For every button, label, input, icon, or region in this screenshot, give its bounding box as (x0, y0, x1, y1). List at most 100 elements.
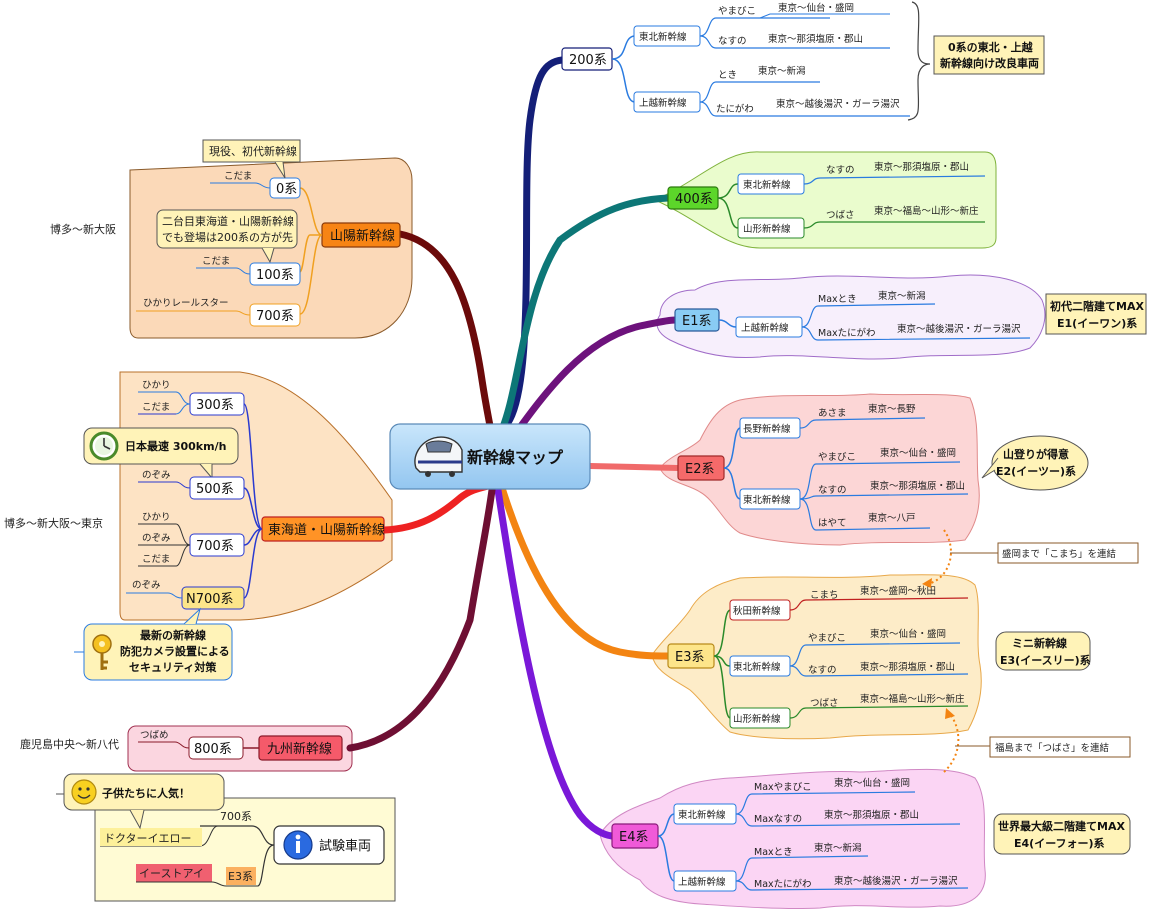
doctor-yellow-label: ドクターイエロー (104, 832, 191, 845)
edge-200-joetsu (699, 81, 910, 117)
node-tokaido-700-label: 700系 (196, 539, 234, 554)
route-e2-nasuno: 東京〜那須塩原・郡山 (870, 480, 965, 492)
callout-sanyo-100-tail (261, 247, 275, 264)
route-e4-maxnasuno: 東京〜那須塩原・郡山 (824, 809, 919, 821)
node-e2-nagano-label: 長野新幹線 (743, 423, 791, 435)
node-sanyo-0-label: 0系 (276, 182, 297, 197)
callout-n700-line1: 最新の新幹線 (140, 628, 206, 642)
edge-sanyo-700 (136, 310, 251, 316)
train-tokaido-n700: のぞみ (132, 580, 161, 591)
route-200-yamabiko: 東京〜仙台・盛岡 (778, 2, 854, 14)
key-icon (92, 634, 112, 670)
branch-e3 (498, 484, 672, 660)
train-e2-hayate: はやて (818, 518, 847, 529)
route-e2-hayate: 東京〜八戸 (868, 512, 916, 524)
note-e1 (1045, 293, 1147, 335)
note-e3 (995, 631, 1091, 671)
node-e2-tohoku-label: 東北新幹線 (743, 494, 791, 506)
edge-e4-tohoku (735, 791, 961, 827)
node-tokaido-500-label: 500系 (196, 482, 234, 497)
edge-east-i (136, 881, 258, 887)
edge-sanyo-0 (210, 182, 271, 189)
route-e3-nasuno: 東京〜那須塩原・郡山 (860, 661, 955, 673)
doctor-yellow-highlight (100, 828, 202, 846)
center-title: 新幹線マップ (467, 448, 564, 467)
callout-sanyo-100 (156, 209, 298, 249)
bubble-e1 (656, 274, 1046, 360)
node-tokaido-n700-label: N700系 (186, 592, 234, 607)
train-tokaido-500: のぞみ (142, 470, 171, 481)
route-200-toki: 東京〜新潟 (758, 65, 806, 77)
note-e4 (993, 813, 1131, 855)
link-komachi-head (922, 578, 932, 588)
edge-sanyo-100 (196, 267, 251, 275)
branch-kyushu (346, 486, 496, 752)
node-200-joetsu-label: 上越新幹線 (639, 97, 687, 109)
edge-400 (717, 183, 739, 229)
route-200-tanigawa: 東京〜越後湯沢・ガーラ湯沢 (776, 98, 900, 110)
train-e3-komachi: こまち (810, 590, 839, 601)
train-e3-yamabiko: やまびこ (808, 633, 846, 644)
callout-n700-line2: 防犯カメラ設置による (120, 644, 230, 658)
edge-e2 (723, 427, 741, 500)
note-e3-line2: E3(イースリー)系 (1000, 653, 1091, 667)
train-400-nasuno: なすの (826, 165, 855, 176)
train-200-toki: とき (718, 70, 737, 81)
node-e4-tohoku-label: 東北新幹線 (678, 809, 726, 821)
edge-tokaido-n700 (126, 592, 183, 599)
route-400-tsubasa: 東京〜福島〜山形〜新庄 (874, 205, 979, 217)
note-e2 (991, 435, 1089, 491)
node-400-yamagata-label: 山形新幹線 (743, 223, 791, 235)
node-sanyo-label: 山陽新幹線 (330, 228, 395, 244)
node-200-tohoku-label: 東北新幹線 (639, 31, 687, 43)
train-tokaido-300-hikari: ひかり (142, 380, 171, 391)
callout-popular-tail (129, 809, 145, 830)
node-400-label: 400系 (675, 192, 713, 207)
train-400-tsubasa: つばさ (826, 210, 855, 221)
link-tsubasa-head (945, 708, 955, 719)
train-e3-tsubasa: つばさ (810, 698, 839, 709)
edge-200-yamabiko (759, 13, 890, 19)
branch-tokaido (381, 482, 492, 534)
route-e3-yamabiko: 東京〜仙台・盛岡 (870, 628, 946, 640)
note-e4-line2: E4(イーフォー)系 (1014, 836, 1105, 850)
branch-400 (493, 194, 672, 444)
callout-sanyo-100-line2: でも登場は200系の方が先 (162, 230, 293, 244)
train-tokaido-300-kodama: こだま (142, 402, 170, 413)
route-e2-yamabiko: 東京〜仙台・盛岡 (880, 447, 956, 459)
edge-e4 (657, 813, 675, 882)
edge-e3-komachi (789, 597, 969, 611)
note-e3-line1: ミニ新幹線 (1012, 636, 1067, 650)
callout-sanyo-0 (202, 139, 301, 163)
east-i-highlight (136, 864, 212, 882)
train-tokaido-700-nozomi: のぞみ (142, 533, 171, 544)
train-sanyo-700: ひかりレールスター (143, 298, 229, 309)
brace-200 (907, 1, 931, 121)
branch-e2 (587, 463, 681, 471)
edge-tokaido-300 (138, 391, 191, 415)
callout-sanyo-100-line1: 二台目東海道・山陽新幹線 (162, 214, 294, 228)
train-kyushu-800: つばめ (140, 730, 169, 741)
node-sanyo-700-label: 700系 (256, 309, 294, 324)
edge-test (200, 825, 275, 887)
node-tokaido-label: 東海道・山陽新幹線 (268, 522, 385, 538)
route-e4-maxyamabiko: 東京〜仙台・盛岡 (834, 777, 910, 789)
edge-e1-trains (801, 303, 1031, 341)
edge-tokaido-500 (138, 481, 191, 489)
kyushu-range: 鹿児島中央〜新八代 (20, 737, 119, 751)
branch-sanyo (396, 230, 494, 430)
edge-e1 (718, 319, 737, 328)
route-e1-maxtanigawa: 東京〜越後湯沢・ガーラ湯沢 (897, 323, 1021, 335)
doctor-yellow-base: 700系 (220, 810, 252, 823)
edge-tokaido-700 (138, 523, 191, 567)
edge-e2-tohoku (799, 461, 969, 531)
edge-e3 (713, 609, 731, 719)
edge-tokaido (243, 403, 263, 599)
branch-200 (493, 56, 566, 436)
train-e2-nasuno: なすの (818, 485, 847, 496)
train-tokaido-700-kodama: こだま (142, 554, 170, 565)
info-icon (283, 830, 313, 860)
train-icon (414, 436, 463, 477)
sanyo-range: 博多〜新大阪 (50, 222, 116, 236)
note-e2-line2: E2(イーツー)系 (996, 464, 1076, 478)
